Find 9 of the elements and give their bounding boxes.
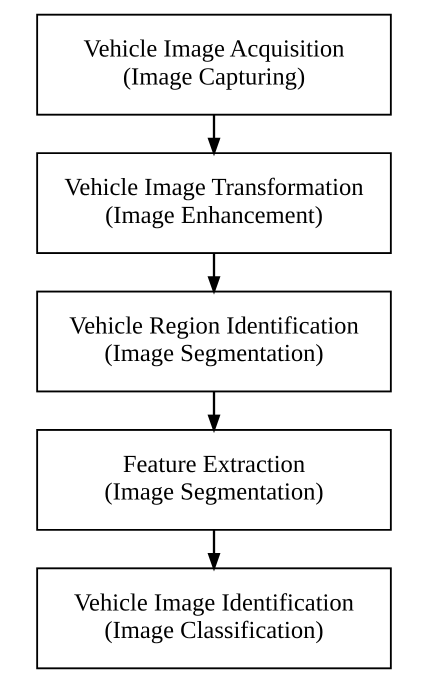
node-box: Vehicle Region Identification (Image Segmentation) [36,290,392,392]
arrow [207,392,220,434]
arrow [207,530,220,572]
arrow [207,254,220,295]
node-box: Vehicle Image Transformation (Image Enhancement) [36,152,392,254]
node-box: Vehicle Image Acquisition (Image Capturing) [36,14,392,116]
arrow [207,115,220,156]
node-box: Feature Extraction (Image Segmentation) [36,429,392,531]
node-box: Vehicle Image Identification (Image Classification) [36,567,392,670]
